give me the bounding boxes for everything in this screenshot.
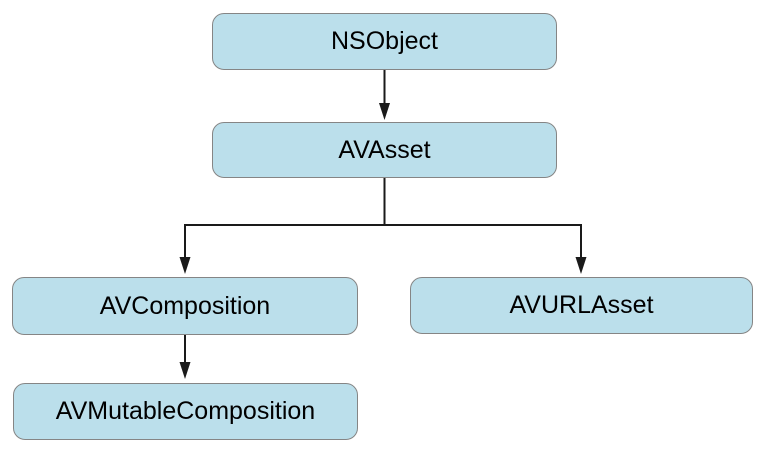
arrowhead-avasset-icon	[379, 103, 390, 120]
class-node-label: AVComposition	[99, 291, 271, 320]
class-node-label: NSObject	[331, 27, 438, 55]
arrowhead-avcomposition-icon	[179, 257, 191, 274]
class-node-label: AVMutableComposition	[55, 397, 316, 425]
class-node-avcomposition: AVComposition	[12, 277, 358, 335]
arrowhead-avurlasset-icon	[575, 257, 587, 274]
arrowhead-avmutablecomposition-icon	[179, 362, 191, 379]
class-node-avurlasset: AVURLAsset	[410, 277, 753, 334]
class-node-label: AVURLAsset	[509, 291, 654, 319]
class-node-avmutablecomposition: AVMutableComposition	[13, 383, 358, 440]
class-node-nsobject: NSObject	[212, 13, 557, 70]
class-node-label: AVAsset	[338, 135, 431, 164]
edge-avasset-branch	[184, 178, 582, 257]
class-node-avasset: AVAsset	[212, 122, 557, 178]
